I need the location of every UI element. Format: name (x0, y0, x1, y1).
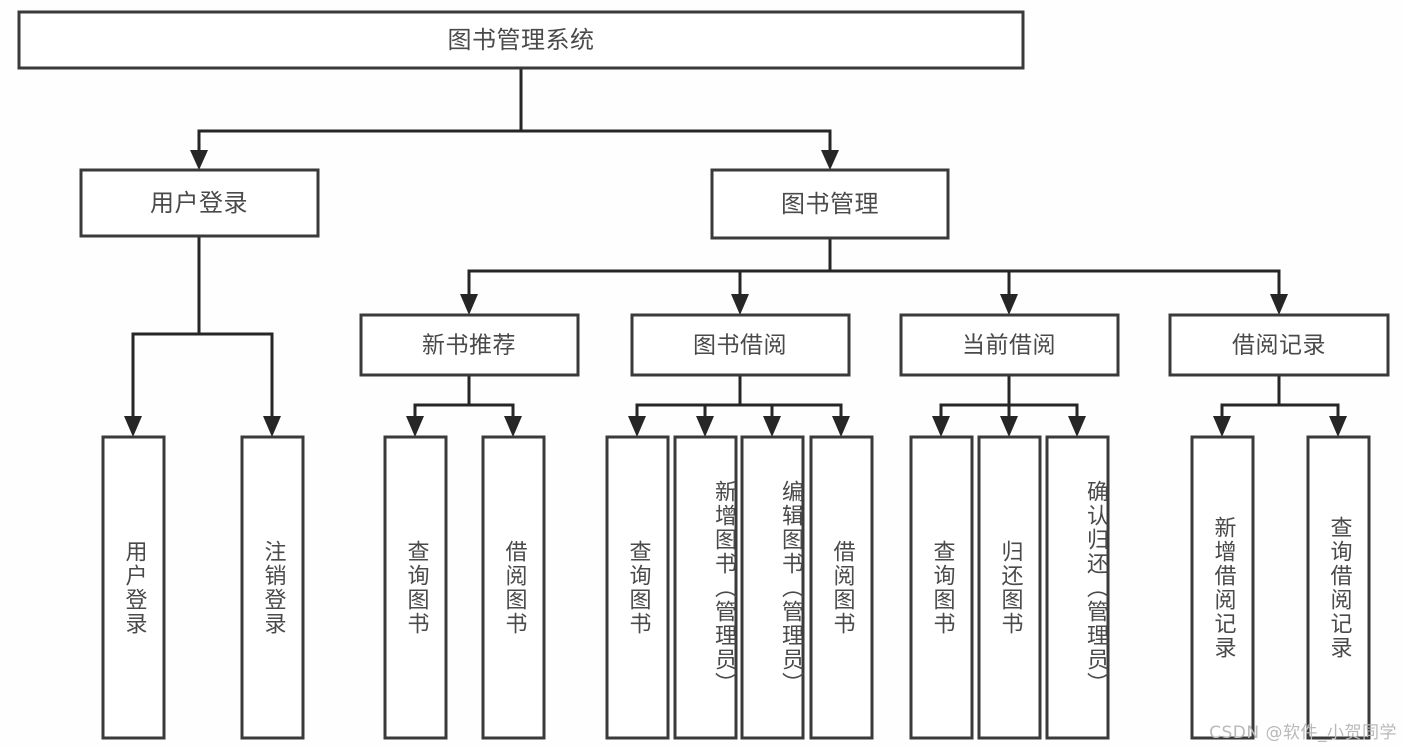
leaf-add-borrow-record[interactable] (1190, 435, 1255, 740)
leaf-user-login[interactable] (101, 435, 166, 740)
connector-currentborrow-to-leaves (932, 373, 1086, 437)
leaf-query-book-current[interactable] (909, 435, 974, 740)
connector-borrowrecord-to-leaves (1213, 373, 1347, 437)
node-new-book-recommend[interactable] (359, 313, 580, 377)
node-current-borrow-label: 当前借阅 (962, 333, 1056, 359)
connector-userlogin-to-leaves (124, 234, 281, 437)
connector-root-to-level1 (190, 66, 839, 170)
connector-newbook-to-leaves (406, 373, 522, 437)
node-borrow-record-label: 借阅记录 (1232, 333, 1326, 359)
connector-bookborrow-to-leaves (628, 373, 850, 437)
node-user-login-label: 用户登录 (150, 189, 248, 217)
leaf-edit-book-admin[interactable] (740, 435, 805, 740)
node-book-borrow[interactable] (630, 313, 851, 377)
node-book-management-label: 图书管理 (781, 190, 879, 218)
node-borrow-record[interactable] (1168, 313, 1390, 377)
leaf-return-book[interactable] (977, 435, 1042, 740)
leaf-borrow-book[interactable] (809, 435, 874, 740)
leaf-borrow-book-newbook[interactable] (481, 435, 546, 740)
node-new-book-recommend-label: 新书推荐 (422, 333, 516, 359)
leaf-add-book-admin[interactable] (673, 435, 738, 740)
csdn-watermark: CSDN @软件_小贺同学 (1209, 723, 1397, 743)
node-current-borrow[interactable] (899, 313, 1120, 377)
node-root[interactable] (17, 10, 1025, 70)
leaf-logout[interactable] (240, 435, 305, 740)
node-user-login[interactable] (79, 168, 320, 238)
connector-bookmgmt-to-level2 (460, 236, 1288, 315)
leaf-query-book-borrow[interactable] (605, 435, 670, 740)
node-book-management[interactable] (710, 168, 950, 240)
node-book-borrow-label: 图书借阅 (693, 333, 787, 359)
leaf-query-book-newbook[interactable] (383, 435, 448, 740)
node-root-label: 图书管理系统 (448, 26, 595, 54)
leaf-query-borrow-record[interactable] (1306, 435, 1371, 740)
leaf-confirm-return-admin[interactable] (1045, 435, 1110, 740)
